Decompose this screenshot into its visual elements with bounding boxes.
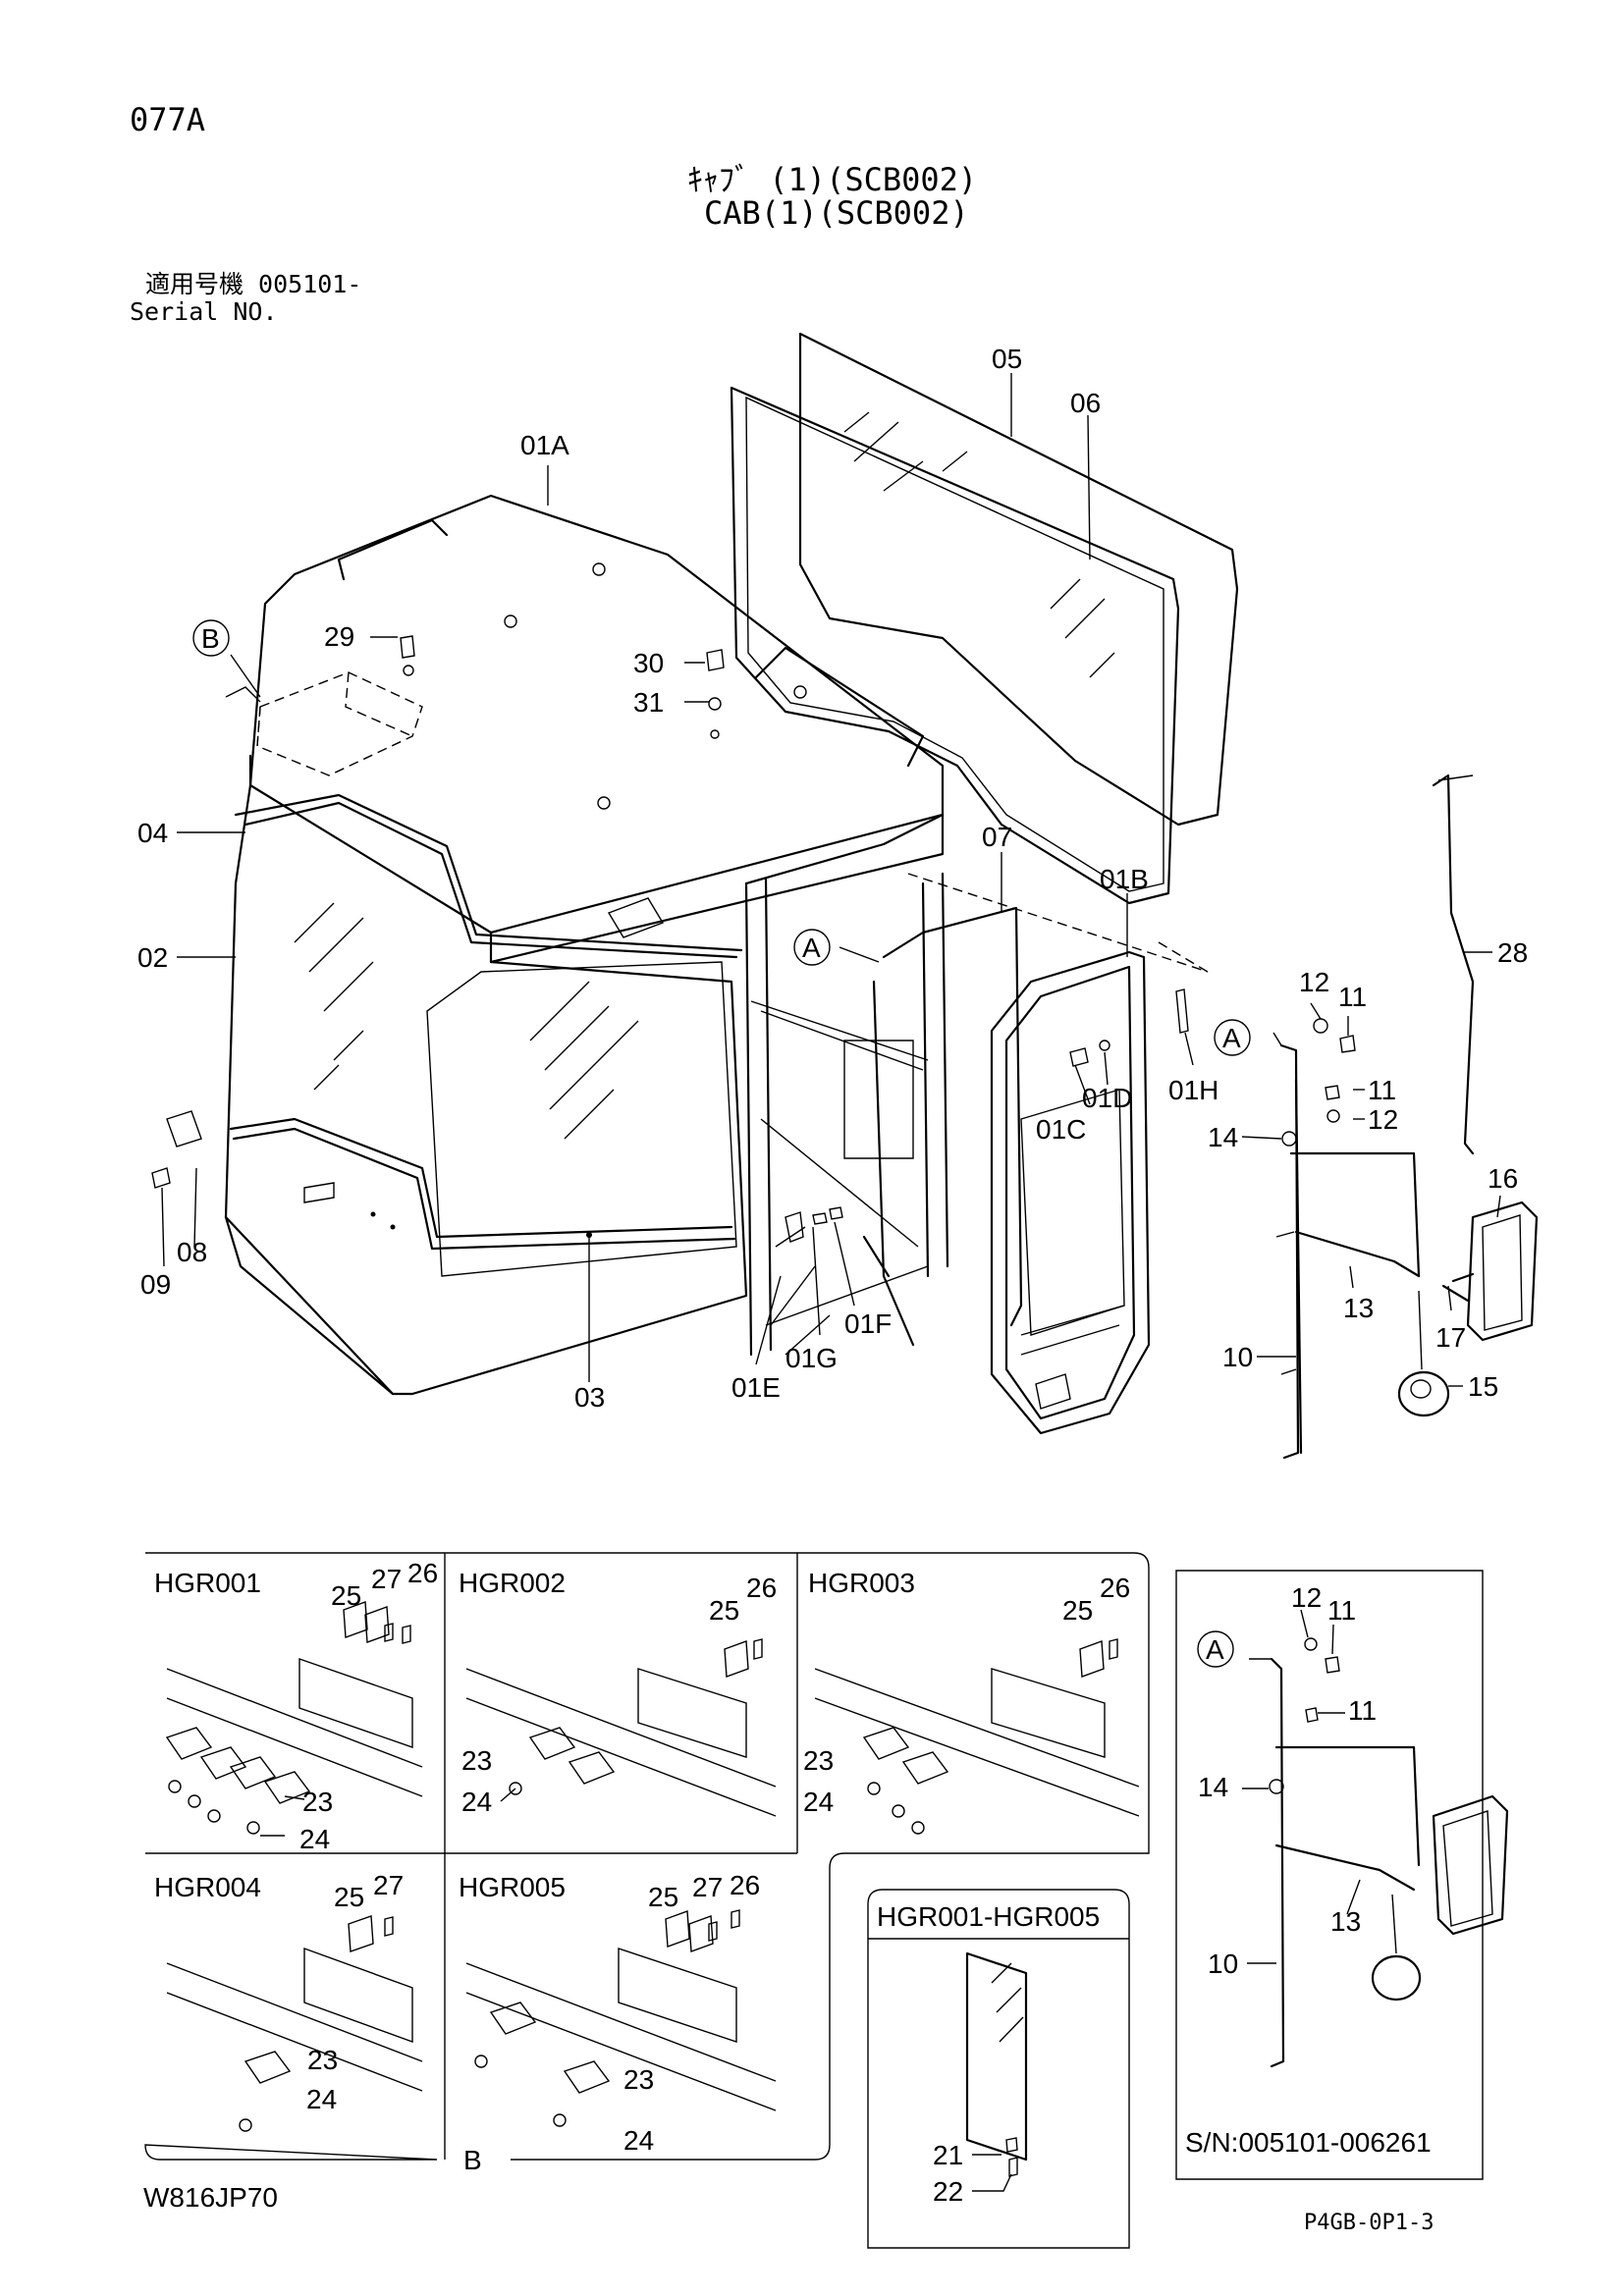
label-09: 09	[140, 1269, 171, 1300]
label-02: 02	[137, 942, 168, 973]
label-16: 16	[1488, 1163, 1518, 1194]
label-06: 06	[1070, 388, 1101, 418]
hgr005-27: 27	[692, 1872, 723, 1902]
hgr005-title: HGR005	[459, 1872, 566, 1902]
label-01H: 01H	[1168, 1075, 1218, 1105]
hgr003-24: 24	[803, 1787, 834, 1817]
hgr004-25: 25	[334, 1882, 364, 1912]
mirror-detail-11-mid: 11	[1348, 1695, 1377, 1726]
hgr002-23: 23	[461, 1745, 492, 1776]
label-12-mid: 12	[1368, 1104, 1398, 1135]
hgr-range-22: 22	[933, 2176, 963, 2207]
hgr-range-21: 21	[933, 2140, 963, 2170]
hgr005-26: 26	[730, 1870, 760, 1900]
label-04: 04	[137, 818, 168, 848]
callout-b: B	[201, 623, 220, 654]
label-31: 31	[633, 687, 664, 718]
mirror-bracket-assembly	[1275, 774, 1539, 1460]
hgr003-23: 23	[803, 1745, 834, 1776]
glass-panels	[730, 332, 1239, 905]
label-03: 03	[574, 1382, 605, 1413]
callout-a-bracket: A	[1222, 1023, 1241, 1053]
label-12-top: 12	[1299, 967, 1329, 997]
label-01C: 01C	[1036, 1114, 1086, 1145]
hgr001-23: 23	[302, 1787, 333, 1817]
hgr003-25: 25	[1062, 1595, 1093, 1626]
label-01G: 01G	[785, 1343, 838, 1373]
relay-panel-hgr004	[166, 1915, 423, 2132]
label-13: 13	[1343, 1293, 1374, 1323]
label-01B: 01B	[1100, 864, 1149, 894]
hgr-range-title: HGR001-HGR005	[877, 1901, 1100, 1932]
label-30: 30	[633, 648, 664, 678]
label-08: 08	[177, 1237, 207, 1267]
relay-panel-hgr005	[465, 1909, 777, 2127]
hgr003-title: HGR003	[808, 1568, 915, 1598]
hgr001-26: 26	[407, 1558, 438, 1588]
hgr001-title: HGR001	[154, 1568, 261, 1598]
label-17: 17	[1435, 1322, 1466, 1353]
label-01D: 01D	[1082, 1083, 1132, 1113]
label-14: 14	[1208, 1122, 1238, 1152]
hgr001-27: 27	[371, 1564, 402, 1594]
label-29: 29	[324, 621, 354, 652]
door-assembly	[862, 873, 1209, 1435]
label-15: 15	[1468, 1371, 1498, 1402]
hgr004-23: 23	[307, 2045, 338, 2075]
hgr004-title: HGR004	[154, 1872, 261, 1902]
mirror-detail-14: 14	[1198, 1772, 1228, 1802]
part-number-labels: 01A 05 06 29 30 31 04 02 07 01B 28 12 11…	[137, 344, 1528, 2207]
relay-panel-hgr003	[814, 1638, 1140, 1835]
label-07: 07	[982, 822, 1012, 852]
mirror-detail-serial: S/N:005101-006261	[1185, 2127, 1432, 2158]
glass-detail-hgr-range	[965, 1951, 1028, 2192]
hgr001-25: 25	[331, 1580, 361, 1611]
label-05: 05	[992, 344, 1022, 374]
serial-label-english: Serial NO.	[130, 297, 278, 326]
relay-panel-hgr001	[165, 1601, 423, 1837]
detail-frames	[144, 1552, 1484, 2249]
hgr002-26: 26	[746, 1573, 777, 1603]
label-01F: 01F	[844, 1308, 892, 1339]
mirror-detail-12: 12	[1291, 1582, 1322, 1613]
title-japanese: ｷｬﾌﾞ (1)(SCB002)	[687, 161, 978, 198]
label-11-mid: 11	[1368, 1075, 1396, 1105]
hgr002-25: 25	[709, 1595, 739, 1626]
page-reference: P4GB-0P1-3	[1304, 2211, 1435, 2235]
label-11-top: 11	[1338, 982, 1367, 1012]
leader-lines	[161, 373, 1501, 1387]
callout-a-detail: A	[1206, 1634, 1224, 1665]
hgr003-26: 26	[1100, 1573, 1130, 1603]
title-english: CAB(1)(SCB002)	[704, 194, 969, 232]
callout-b-bottom: B	[463, 2145, 482, 2175]
hgr004-27: 27	[373, 1870, 404, 1900]
hgr004-24: 24	[306, 2084, 337, 2114]
hgr002-title: HGR002	[459, 1568, 566, 1598]
hgr005-23: 23	[623, 2064, 654, 2095]
hgr001-24: 24	[299, 1824, 330, 1854]
relay-panel-hgr002	[465, 1638, 777, 1817]
page-code: 077A	[130, 101, 206, 138]
label-01E: 01E	[731, 1372, 781, 1403]
document-id: W816JP70	[143, 2182, 278, 2213]
mirror-detail-13: 13	[1330, 1906, 1361, 1937]
cab-body	[224, 494, 949, 1396]
label-01A: 01A	[520, 430, 569, 460]
label-28: 28	[1497, 937, 1528, 968]
relay-box-callout	[151, 635, 725, 1189]
hgr005-24: 24	[623, 2125, 654, 2156]
mirror-detail-11-top: 11	[1327, 1595, 1356, 1626]
callout-a-door: A	[802, 933, 821, 963]
mirror-detail-10: 10	[1208, 1949, 1238, 1979]
hgr005-25: 25	[648, 1882, 678, 1912]
hgr002-24: 24	[461, 1787, 492, 1817]
mirror-detail-serial	[1242, 1609, 1509, 2068]
serial-label-japanese: 適用号機 005101-	[145, 270, 362, 298]
label-10: 10	[1222, 1342, 1253, 1372]
